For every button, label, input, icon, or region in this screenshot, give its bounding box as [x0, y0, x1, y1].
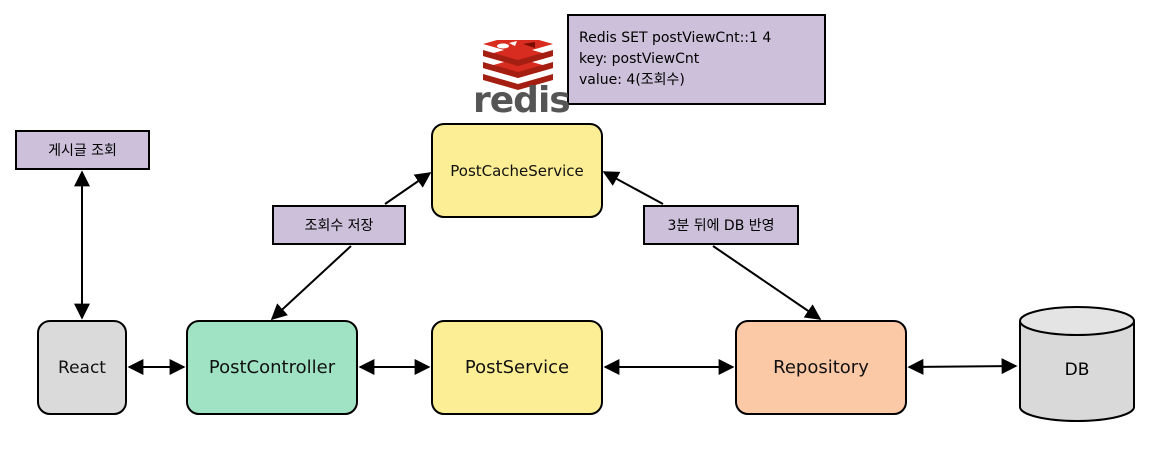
- repository-node: Repository: [735, 320, 907, 415]
- db-cylinder-icon: [1019, 306, 1135, 422]
- redis-stack-icon: [483, 40, 553, 90]
- redis-note-line-3: value: 4(조회수): [579, 72, 685, 88]
- postcacheservice-node: PostCacheService: [431, 123, 603, 218]
- postservice-node: PostService: [431, 320, 603, 415]
- react-node: React: [37, 320, 127, 415]
- redis-note-line-1: Redis SET postViewCnt::1 4: [579, 30, 772, 46]
- arrow-cache-to-repository-upper: [602, 171, 664, 205]
- arrow-cache-to-repository-lower: [712, 245, 822, 320]
- postcontroller-node: PostController: [186, 320, 358, 415]
- save-viewcount-label: 조회수 저장: [272, 205, 406, 245]
- redis-command-note: Redis SET postViewCnt::1 4 key: postView…: [567, 14, 826, 105]
- db-sync-label: 3분 뒤에 DB 반영: [643, 205, 799, 245]
- arrow-controller-to-cache-upper: [384, 172, 432, 205]
- redis-note-line-2: key: postViewCnt: [579, 51, 700, 67]
- arrow-repository-db: [907, 358, 1018, 375]
- arrow-controller-to-cache-lower: [270, 245, 352, 321]
- redis-wordmark: redis: [473, 80, 571, 121]
- view-post-label: 게시글 조회: [15, 130, 150, 170]
- db-label: DB: [1064, 360, 1090, 380]
